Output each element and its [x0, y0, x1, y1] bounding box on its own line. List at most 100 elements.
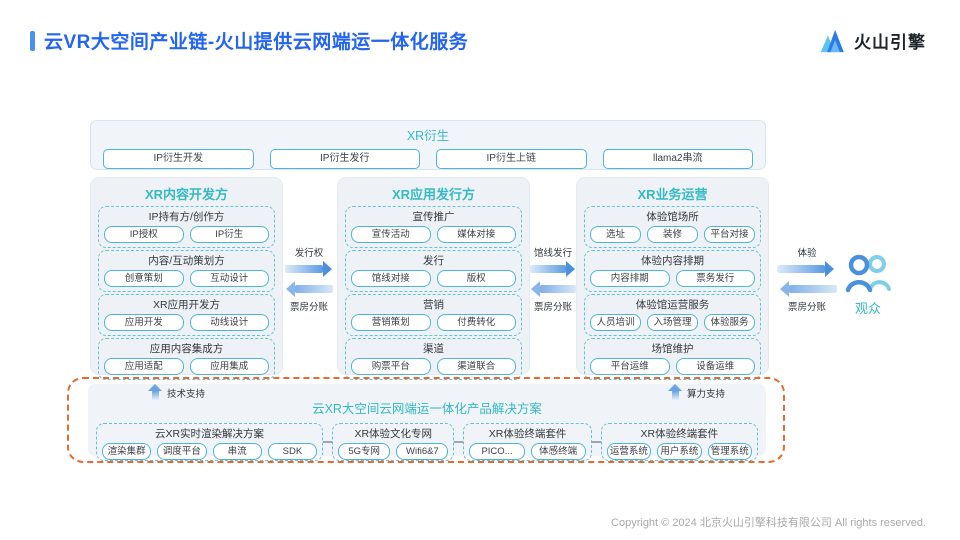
group-title: 体验馆场所: [646, 211, 699, 223]
group: 体验馆运营服务 人员培训 入场管理 体验服务: [584, 294, 761, 336]
arrow-left-icon: [286, 281, 333, 297]
group-title: XR体验文化专网: [354, 428, 433, 440]
item: 动线设计: [189, 314, 269, 331]
flow-publish-to-operate: 馆线发行 票房分账: [528, 245, 578, 313]
item: 装修: [647, 226, 698, 243]
item: 入场管理: [647, 314, 698, 331]
arrow-right-icon: [777, 261, 834, 277]
item: 应用集成: [189, 358, 269, 375]
flow-dev-to-publish: 发行权 票房分账: [283, 245, 335, 313]
group-title: 渠道: [423, 343, 444, 355]
solution-card: 云XR大空间云网端运一体化产品解决方案 云XR实时渲染解决方案 渲染集群 调度平…: [88, 384, 766, 461]
item: 人员培训: [590, 314, 641, 331]
group-items: 5G专网 Wifi6&7: [338, 443, 449, 460]
item: 串流: [212, 443, 262, 460]
item: 体验服务: [704, 314, 755, 331]
solution-group-render: 云XR实时渲染解决方案 渲染集群 调度平台 串流 SDK: [96, 423, 324, 461]
group-items: 渲染集群 调度平台 串流 SDK: [102, 443, 318, 460]
group-items: 宣传活动 媒体对接: [351, 226, 516, 243]
group: 渠道 购票平台 渠道联合: [345, 338, 522, 380]
item: 平台运维: [590, 358, 670, 375]
column-title: XR内容开发方: [144, 187, 229, 202]
group-title: XR体验终端套件: [640, 428, 719, 440]
support-right: 算力支持: [668, 384, 725, 400]
arrow-right-icon: [530, 261, 575, 277]
xr-derive-title: XR衍生: [406, 129, 450, 143]
column-app-publisher: XR应用发行方 宣传推广 宣传活动 媒体对接 发行 馆线对接 版权 营销 营销策…: [337, 177, 530, 380]
group: IP持有方/创作方 IP授权 IP衍生: [98, 206, 275, 248]
arrow-left-icon: [780, 281, 837, 297]
item: 媒体对接: [436, 226, 516, 243]
page-header: 云VR大空间产业链-火山提供云网端运一体化服务: [30, 27, 468, 54]
brand-logo: 火山引擎: [820, 28, 926, 53]
support-label: 技术支持: [167, 389, 206, 400]
title-accent-bar: [30, 30, 35, 51]
flow-label-bottom: 票房分账: [787, 302, 826, 313]
group-title: IP持有方/创作方: [148, 211, 225, 223]
page-title: 云VR大空间产业链-火山提供云网端运一体化服务: [44, 32, 469, 53]
group-title: 体验内容排期: [641, 255, 704, 267]
item: 管理系统: [707, 443, 753, 460]
group-title: XR体验终端套件: [488, 428, 567, 440]
group-title: 宣传推广: [412, 211, 455, 223]
flow-label-top: 馆线发行: [533, 248, 572, 259]
group-items: 平台运维 设备运维: [590, 358, 755, 375]
copyright-text: Copyright © 2024 北京火山引擎科技有限公司 All rights…: [611, 517, 926, 529]
group-title: XR应用开发方: [152, 299, 221, 311]
group-title: 云XR实时渲染解决方案: [154, 428, 265, 440]
derive-item: IP衍生上链: [436, 149, 587, 169]
solution-title: 云XR大空间云网端运一体化产品解决方案: [312, 402, 542, 416]
item: 版权: [436, 270, 516, 287]
group-items: 购票平台 渠道联合: [351, 358, 516, 375]
item: 平台对接: [704, 226, 755, 243]
item: 渠道联合: [436, 358, 516, 375]
item: IP授权: [104, 226, 184, 243]
item: 付费转化: [436, 314, 516, 331]
item: 应用适配: [104, 358, 184, 375]
audience: 观众: [840, 252, 896, 317]
flow-label-bottom: 票房分账: [533, 302, 572, 313]
group-items: IP授权 IP衍生: [104, 226, 269, 243]
group-items: 人员培训 入场管理 体验服务: [590, 314, 755, 331]
arrow-right-icon: [285, 261, 332, 277]
item: 创意策划: [104, 270, 184, 287]
item: 体感终端: [530, 443, 586, 460]
flow-operate-to-audience: 体验 票房分账: [775, 245, 839, 313]
group: 内容/互动策划方 创意策划 互动设计: [98, 250, 275, 292]
item: 应用开发: [104, 314, 184, 331]
volcano-engine-icon: [820, 29, 844, 52]
item: 营销策划: [351, 314, 431, 331]
item: 购票平台: [351, 358, 431, 375]
group: 营销 营销策划 付费转化: [345, 294, 522, 336]
item: 宣传活动: [351, 226, 431, 243]
group-title: 发行: [423, 255, 444, 267]
group-title: 场馆维护: [651, 343, 694, 355]
flow-label-top: 发行权: [294, 248, 324, 259]
group-items: PICO... 体感终端: [469, 443, 586, 460]
item: SDK: [267, 443, 318, 460]
item: 渲染集群: [102, 443, 152, 460]
item: PICO...: [469, 443, 525, 460]
audience-icon: [845, 254, 891, 293]
column-title: XR业务运营: [637, 187, 708, 202]
support-left: 技术支持: [148, 384, 205, 400]
derive-item: IP衍生发行: [269, 149, 420, 169]
arrow-left-icon: [531, 281, 576, 297]
group: 体验馆场所 选址 装修 平台对接: [584, 206, 761, 248]
group-items: 内容排期 票务发行: [590, 270, 755, 287]
group-title: 应用内容集成方: [149, 343, 224, 355]
audience-label: 观众: [854, 301, 881, 316]
group-title: 体验馆运营服务: [635, 299, 710, 311]
group-items: 应用开发 动线设计: [104, 314, 269, 331]
group-items: 应用适配 应用集成: [104, 358, 269, 375]
item: 5G专网: [338, 443, 391, 460]
group: 场馆维护 平台运维 设备运维: [584, 338, 761, 380]
group: 宣传推广 宣传活动 媒体对接: [345, 206, 522, 248]
group: 发行 馆线对接 版权: [345, 250, 522, 292]
connector-line: [323, 441, 333, 443]
item: 内容排期: [590, 270, 670, 287]
item: 调度平台: [157, 443, 207, 460]
column-content-developer: XR内容开发方 IP持有方/创作方 IP授权 IP衍生 内容/互动策划方 创意策…: [90, 177, 283, 380]
flow-label-top: 体验: [797, 248, 817, 259]
group-items: 选址 装修 平台对接: [590, 226, 755, 243]
